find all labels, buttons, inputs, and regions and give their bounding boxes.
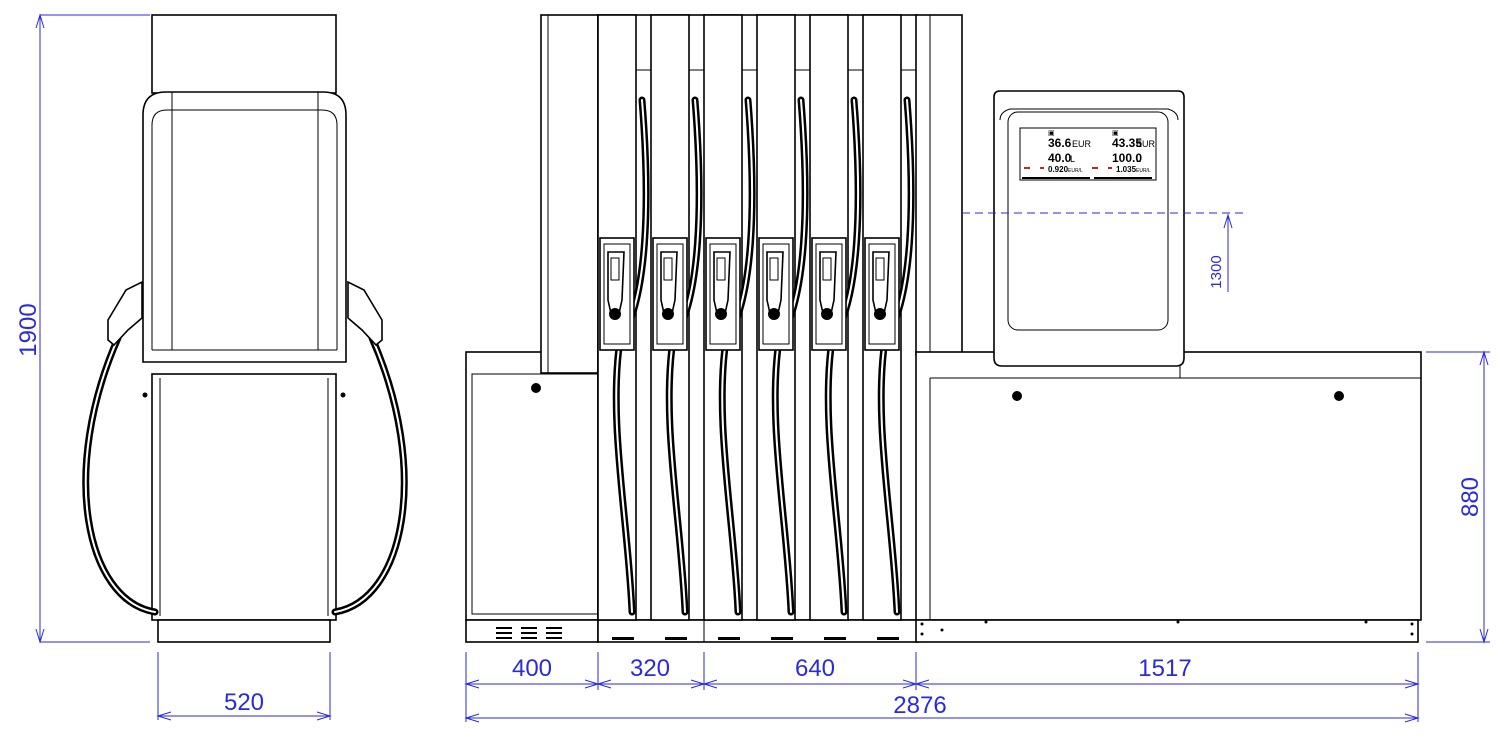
lcd-right-volume-unit: L — [1136, 154, 1141, 164]
dim-display-height: 1300 — [1208, 255, 1225, 288]
dim-module-d: 1517 — [1138, 655, 1191, 682]
display-head — [993, 90, 1185, 367]
side-hose-left — [82, 334, 159, 616]
svg-text:▣: ▣ — [1048, 130, 1055, 137]
right-cabinet-base — [915, 619, 1419, 643]
dim-side-width: 520 — [224, 689, 264, 716]
side-base — [157, 619, 331, 643]
lcd-screen — [1019, 127, 1157, 181]
lcd-right-amount-unit: EUR — [1136, 139, 1156, 149]
lcd-left-amount-unit: EUR — [1072, 139, 1092, 149]
nozzle-unit — [597, 14, 651, 640]
nozzle-unit — [862, 14, 916, 640]
nozzle-unit — [650, 14, 704, 640]
lcd-right-volume: 100.0 — [1112, 151, 1142, 165]
front-dimensions: 400 320 640 1517 2876 1300 880 — [464, 212, 1490, 723]
lcd-right-price: 1.035 — [1116, 165, 1137, 174]
lcd-left-price: 0.920 — [1048, 165, 1069, 174]
tall-column — [540, 14, 599, 374]
side-top-cap — [151, 14, 337, 94]
lcd-left-price-unit: EUR/L — [1068, 168, 1083, 174]
dim-module-b: 320 — [630, 655, 670, 682]
nozzle-bay-base — [597, 619, 919, 643]
dim-module-c: 640 — [795, 655, 835, 682]
dim-module-a: 400 — [512, 655, 552, 682]
side-hose-right — [331, 334, 408, 616]
dim-total-width: 2876 — [893, 692, 946, 719]
lcd-left-amount: 36.6 — [1048, 136, 1072, 150]
lcd-left-volume-unit: L — [1070, 154, 1075, 164]
front-view: ▣ ▣ 36.6 EUR 43.35 EUR 40.0 L 100.0 L 0.… — [465, 14, 1422, 643]
side-nozzle-left — [107, 280, 143, 347]
dim-side-height: 1900 — [15, 303, 42, 356]
nozzle-unit — [703, 14, 757, 640]
nozzle-unit — [756, 14, 810, 640]
side-view — [82, 14, 408, 643]
lcd-left-volume: 40.0 — [1048, 151, 1072, 165]
dim-base-height: 880 — [1457, 477, 1484, 517]
right-cabinet — [915, 351, 1422, 621]
nozzle-unit — [809, 14, 863, 640]
left-cabinet — [465, 351, 599, 621]
side-head-housing — [142, 91, 347, 363]
svg-text:▣: ▣ — [1112, 130, 1119, 137]
nozzle-panels — [597, 14, 916, 640]
display-panel — [1007, 111, 1169, 331]
lcd-right-amount: 43.35 — [1112, 136, 1142, 150]
display-column — [915, 14, 963, 356]
side-nozzle-right — [347, 280, 383, 347]
side-column — [151, 373, 337, 621]
lcd-right-price-unit: EUR/L — [1136, 168, 1151, 174]
side-dimensions: 1900 520 — [15, 13, 332, 721]
